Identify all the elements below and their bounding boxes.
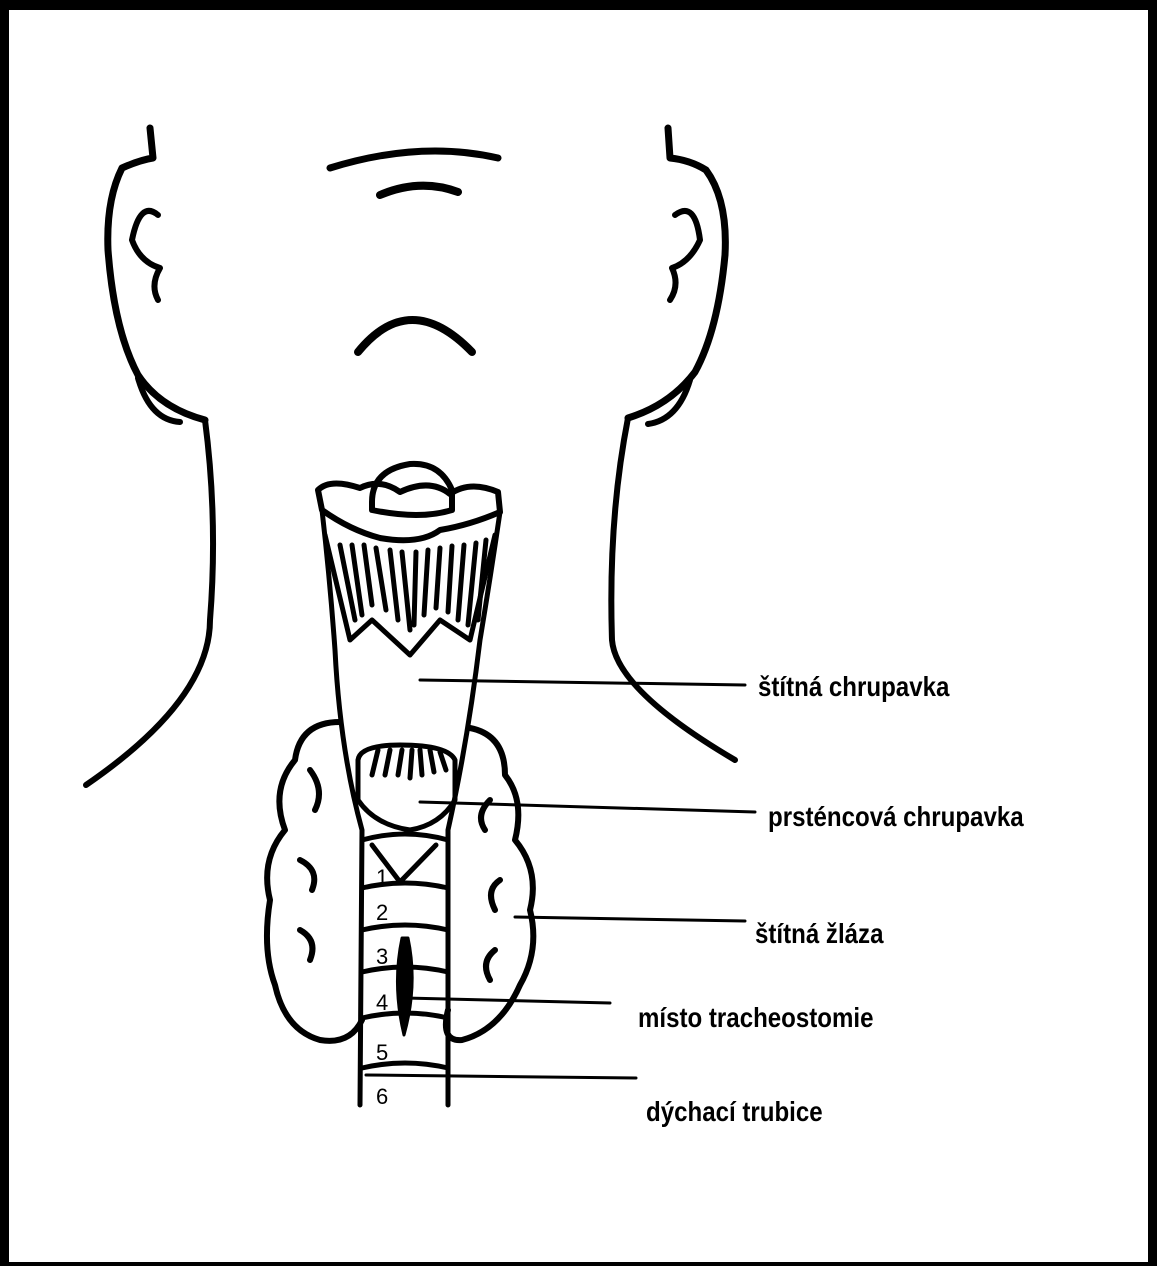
hyoid-epiglottis: [318, 464, 500, 540]
ring-number-2: 2: [376, 900, 388, 925]
tracheostomy-incision: [397, 938, 412, 1035]
face-features: [358, 186, 472, 352]
ring-number-4: 4: [376, 990, 388, 1015]
ring-number-5: 5: [376, 1040, 388, 1065]
cricoid-cartilage-shape: [358, 745, 455, 830]
label-thyroid-cartilage: štítná chrupavka: [758, 673, 949, 701]
leader-line-trachea: [366, 1075, 636, 1078]
ring-number-1: 1: [376, 865, 388, 890]
thyroid-cartilage: [325, 535, 495, 655]
ring-number-3: 3: [376, 944, 388, 969]
ring-number-6: 6: [376, 1084, 388, 1109]
label-trachea: dýchací trubice: [646, 1098, 823, 1126]
neck-lines: [86, 418, 735, 785]
leader-line-thyroid-cartilage: [420, 680, 745, 685]
head-outline: [108, 128, 726, 420]
label-thyroid-gland: štítná žláza: [755, 920, 883, 948]
label-cricoid-cartilage: prsténcová chrupavka: [768, 803, 1024, 831]
leader-line-cricoid-cartilage: [420, 802, 755, 812]
label-tracheostomy-site: místo tracheostomie: [638, 1004, 874, 1032]
leader-line-thyroid-gland: [515, 917, 745, 921]
ring-numbers: 1 2 3 4 5 6: [376, 865, 388, 1109]
